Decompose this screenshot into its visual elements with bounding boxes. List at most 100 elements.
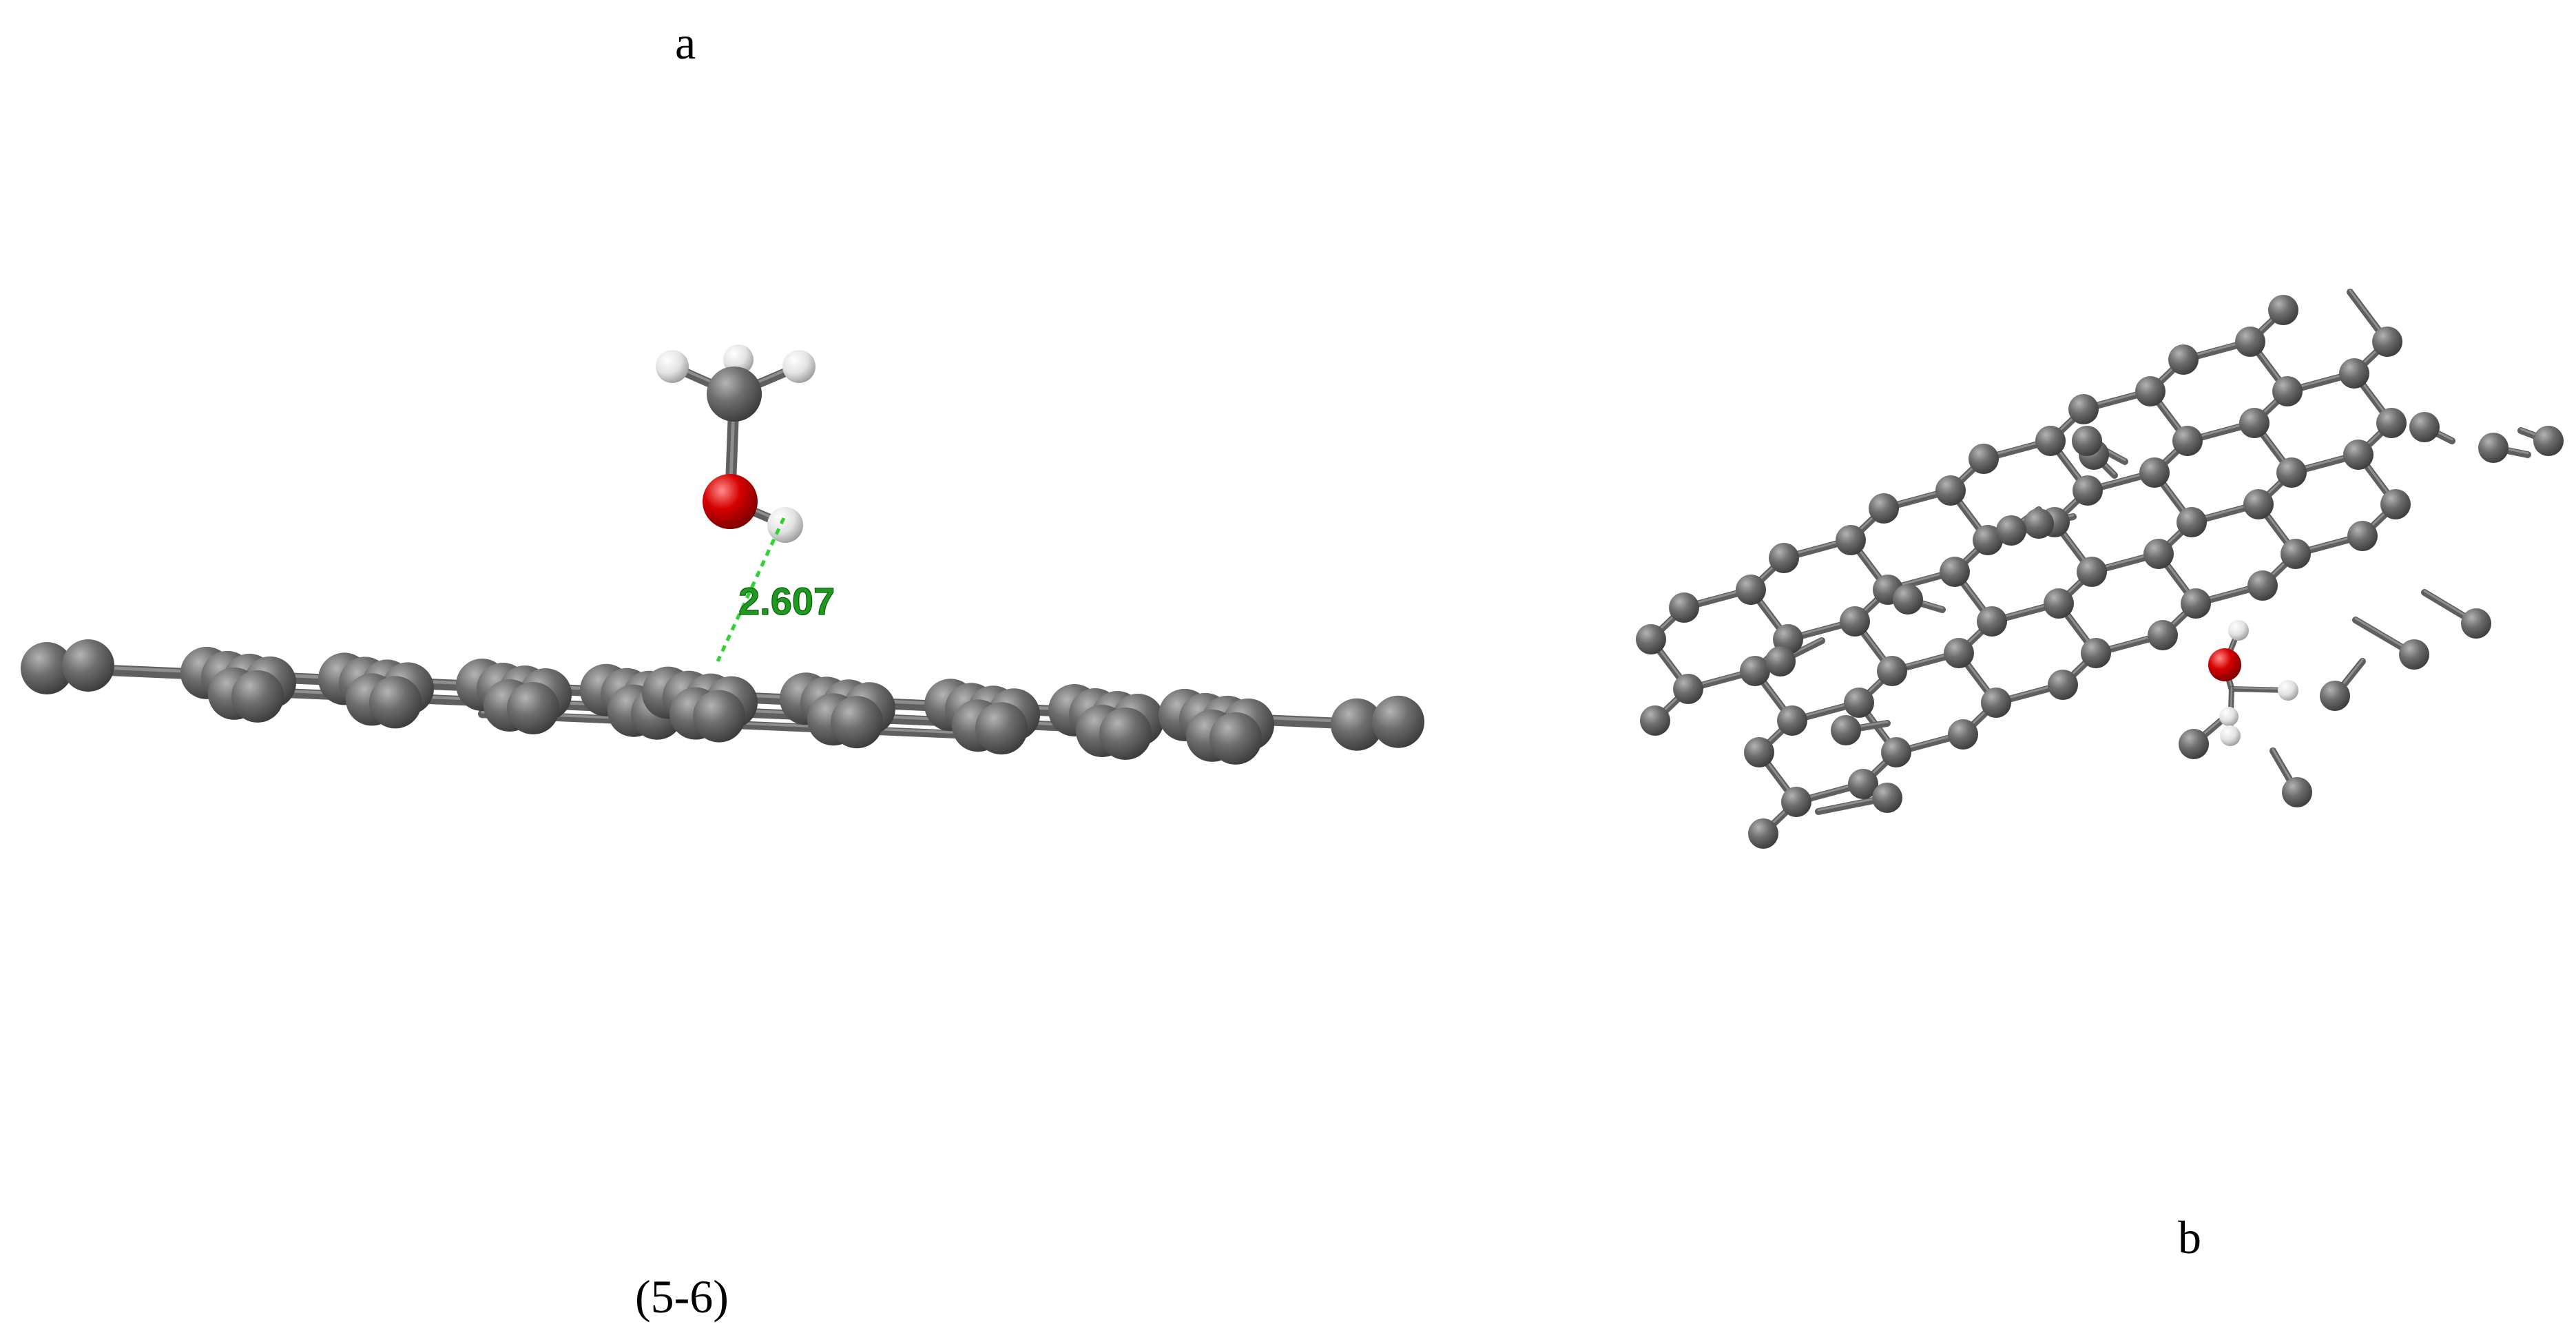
carbon-atom	[1969, 444, 1999, 474]
carbon-atom	[1977, 606, 2007, 637]
hydrogen-atom	[2219, 707, 2239, 726]
carbon-atom	[1848, 769, 1878, 799]
carbon-atom	[1996, 515, 2026, 546]
graphene-sheet-side-view	[21, 639, 1424, 765]
carbon-atom	[2143, 539, 2174, 569]
carbon-atom	[1673, 674, 1703, 704]
carbon-atom	[2172, 426, 2203, 456]
carbon-atom	[2533, 426, 2564, 456]
carbon-atom	[2343, 440, 2374, 470]
carbon-atom	[2044, 588, 2074, 619]
graphene-flake-top-view	[1636, 289, 2564, 849]
carbon-atom	[2024, 508, 2054, 539]
figure-caption: (5-6)	[635, 1270, 729, 1323]
carbon-atom	[2139, 457, 2170, 488]
carbon-atom	[2247, 570, 2278, 601]
carbon-atom	[62, 639, 114, 692]
carbon-atom	[1372, 695, 1424, 748]
carbon-atom	[1640, 705, 1670, 736]
carbon-atom	[1836, 525, 1866, 555]
carbon-atom	[2372, 327, 2402, 357]
carbon-atom	[2077, 557, 2107, 587]
hydrogen-atom	[767, 507, 803, 543]
carbon-atom	[1744, 737, 1774, 767]
carbon-atom	[21, 642, 73, 694]
hydrogen-atom	[2278, 680, 2298, 701]
carbon-atom	[1981, 688, 2011, 718]
carbon-atom	[1973, 525, 2003, 555]
carbon-atom	[2461, 608, 2491, 639]
carbon-atom	[2320, 681, 2350, 711]
hbond-measurement-line	[716, 517, 786, 663]
carbon-atom	[2281, 539, 2311, 569]
hydrogen-atom	[2220, 725, 2241, 746]
carbon-atom	[2179, 729, 2209, 759]
carbon-atom	[831, 696, 883, 749]
carbon-atom	[1099, 708, 1152, 761]
carbon-atom	[2399, 639, 2429, 670]
carbon-atom	[2072, 426, 2102, 456]
carbon-atom	[1777, 705, 1807, 736]
carbon-atom	[2081, 638, 2111, 668]
carbon-atom	[2268, 295, 2298, 325]
carbon-atom	[2409, 412, 2440, 442]
methanol-molecule-side-view	[656, 344, 816, 543]
carbon-atom	[1636, 624, 1666, 654]
carbon-atom	[231, 670, 284, 723]
carbon-atom	[2239, 408, 2269, 438]
carbon-atom	[2235, 327, 2265, 357]
carbon-atom	[2243, 489, 2274, 519]
hydrogen-atom	[2228, 620, 2249, 641]
hydrogen-atom	[782, 350, 816, 383]
distance-label: 2.607	[738, 579, 835, 623]
carbon-atom	[1844, 688, 1874, 718]
carbon-atom	[1840, 606, 1870, 637]
carbon-atom	[369, 676, 422, 729]
carbon-atom	[2380, 489, 2411, 519]
carbon-atom	[2068, 394, 2099, 424]
carbon-atom	[1831, 715, 1861, 745]
carbon-atom	[2148, 620, 2178, 650]
carbon-atom	[2478, 433, 2509, 463]
carbon-atom	[1893, 584, 1923, 615]
carbon-atom	[2339, 358, 2369, 389]
carbon-atom	[1935, 475, 1966, 506]
carbon-atom	[975, 702, 1028, 755]
carbon-atom	[2048, 670, 2078, 700]
carbon-atom	[1944, 638, 1974, 668]
carbon-atom	[2073, 475, 2103, 506]
carbon-atom	[1940, 557, 1970, 587]
carbon-atom	[1765, 646, 1796, 677]
carbon-atom	[707, 367, 762, 422]
carbon-atom	[1877, 656, 1907, 686]
carbon-atom	[1872, 783, 1902, 813]
carbon-atom	[507, 682, 559, 735]
carbon-atom	[2181, 588, 2211, 619]
oxygen-atom	[2208, 648, 2241, 681]
carbon-atom	[1736, 575, 1766, 605]
carbon-atom	[2035, 426, 2066, 456]
carbon-atom	[1769, 543, 1799, 573]
carbon-atom	[1781, 787, 1811, 817]
carbon-atom	[1869, 493, 1899, 524]
carbon-atom	[2347, 521, 2378, 551]
carbon-atom	[2272, 376, 2303, 406]
carbon-atom	[2376, 408, 2407, 438]
hydrogen-atom	[656, 350, 689, 383]
panel-label-b: b	[2178, 1211, 2201, 1263]
carbon-atom	[2168, 344, 2199, 375]
panel-label-a: a	[675, 17, 696, 69]
carbon-atom	[1740, 656, 1770, 686]
carbon-atom	[693, 690, 745, 743]
carbon-atom	[2177, 507, 2207, 537]
carbon-atom	[2282, 777, 2312, 807]
carbon-atom	[1669, 592, 1699, 623]
methanol-molecule-top-view	[2208, 620, 2298, 746]
carbon-atom	[2135, 376, 2165, 406]
carbon-atom	[1209, 712, 1262, 765]
carbon-atom	[2276, 457, 2307, 488]
carbon-atom	[1331, 698, 1383, 751]
carbon-atom	[1948, 719, 1978, 750]
carbon-atom	[1881, 737, 1911, 767]
